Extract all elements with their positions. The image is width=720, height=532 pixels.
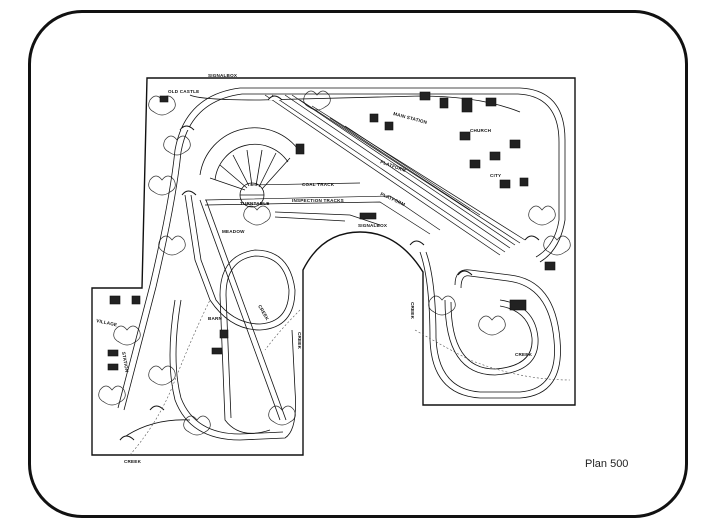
- label-creek-right: CREEK: [410, 302, 415, 320]
- label-creek-bottom: CREEK: [124, 459, 142, 464]
- baseboard-outline: [91, 77, 576, 456]
- label-inspection-tracks: INSPECTION TRACKS: [292, 198, 344, 203]
- label-meadow: MEADOW: [222, 229, 245, 234]
- creek: [129, 299, 571, 456]
- tunnel-portals: [119, 95, 540, 441]
- label-village: VILLAGE: [96, 318, 118, 327]
- left-loop-track: [119, 194, 296, 441]
- label-signalbox-top: SIGNALBOX: [208, 73, 238, 78]
- plan-labels: SIGNALBOX OLD CASTLE TURNTABLE COAL TRAC…: [96, 73, 533, 464]
- label-old-castle: OLD CASTLE: [168, 89, 199, 94]
- buildings: [107, 91, 556, 371]
- label-creek-center: CREEK: [297, 332, 302, 350]
- yard-tracks: [204, 182, 441, 235]
- scenery-trees: [98, 90, 571, 436]
- label-station: STATION: [121, 351, 130, 373]
- label-church: CHURCH: [470, 128, 492, 133]
- label-coal-track: COAL TRACK: [302, 182, 335, 187]
- label-turntable: TURNTABLE: [240, 201, 270, 206]
- roundhouse: [199, 127, 301, 208]
- station-tracks: [264, 94, 526, 256]
- right-loop-track: [419, 251, 561, 399]
- label-signalbox-mid: SIGNALBOX: [358, 223, 388, 228]
- plan-caption: Plan 500: [585, 458, 629, 470]
- label-creek-right2: CREEK: [515, 352, 533, 357]
- label-city: CITY: [490, 173, 501, 178]
- label-barn: BARN: [208, 316, 223, 321]
